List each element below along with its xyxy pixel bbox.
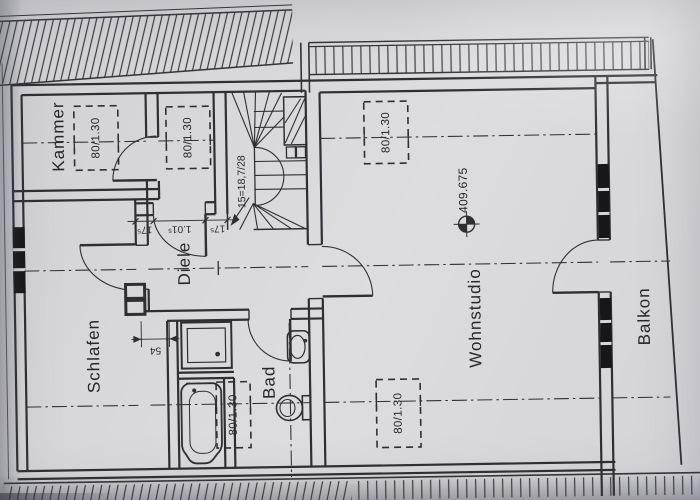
washbasin-icon: [286, 329, 311, 364]
paper-highlight: [400, 0, 700, 140]
window-schlafen-west-icon: [12, 227, 26, 294]
staircase: [226, 91, 308, 231]
stair-direction-arrow-icon: [230, 213, 240, 226]
paper-shadow-left: [0, 0, 22, 500]
skylight-dim-kammer: 80/1.30: [90, 117, 103, 158]
skylight-box-wohnstudio-sued: [375, 378, 422, 449]
electrical-panel-icon: [123, 282, 147, 317]
shower-icon: [180, 320, 233, 370]
door-dim-left-wall: 17⁵: [137, 224, 152, 235]
skylight-box-bad: [215, 380, 252, 449]
stair-dimension-note: 15=18,7/28: [235, 155, 248, 208]
skylight-dim-wohnstudio-nord: 80/1.30: [380, 112, 393, 153]
window-balkon-upper-icon: [597, 163, 610, 239]
door-treppe-diele: [152, 214, 208, 257]
door-wohnstudio: [321, 245, 374, 298]
room-label-kammer: Kammer: [48, 101, 68, 172]
niche-dimension: [131, 320, 180, 348]
skylight-dim-flur: 80/1.30: [182, 117, 195, 158]
room-label-diele: Diele: [174, 242, 194, 286]
door-bad: [247, 318, 292, 362]
door-balkon: [552, 239, 599, 295]
bathtub-icon: [180, 382, 223, 465]
balcony-railing-top: [299, 36, 652, 93]
elevation-marker-icon: [453, 211, 480, 238]
room-label-bad: Bad: [259, 366, 279, 400]
niche-width-dim: 54: [149, 344, 161, 355]
toilet-icon: [275, 394, 312, 422]
interior-walls: [13, 90, 327, 469]
door-dimension-string: [127, 216, 234, 225]
room-label-wohnstudio: Wohnstudio: [465, 268, 486, 368]
room-label-balkon: Balkon: [634, 287, 654, 345]
elevation-value: 409.675: [456, 167, 471, 213]
roof-edge-hatch-top: [0, 4, 294, 87]
door-dim-opening: 1.01⁵: [168, 223, 192, 234]
skylight-dim-labels: 80/1.30 80/1.30 80/1.30 80/1.30 80/1.30: [90, 112, 405, 436]
center-lines: [22, 133, 671, 477]
window-balkon-lower-icon: [599, 297, 612, 369]
room-label-schlafen: Schlafen: [84, 319, 104, 393]
door-kammer: [112, 135, 157, 182]
skylight-dim-wohnstudio-sued: 80/1.30: [392, 393, 405, 434]
paper-edge-dark: [0, 493, 120, 500]
skylight-dim-bad: 80/1.30: [227, 394, 240, 435]
door-dim-right-wall: 17⁵: [210, 222, 225, 233]
